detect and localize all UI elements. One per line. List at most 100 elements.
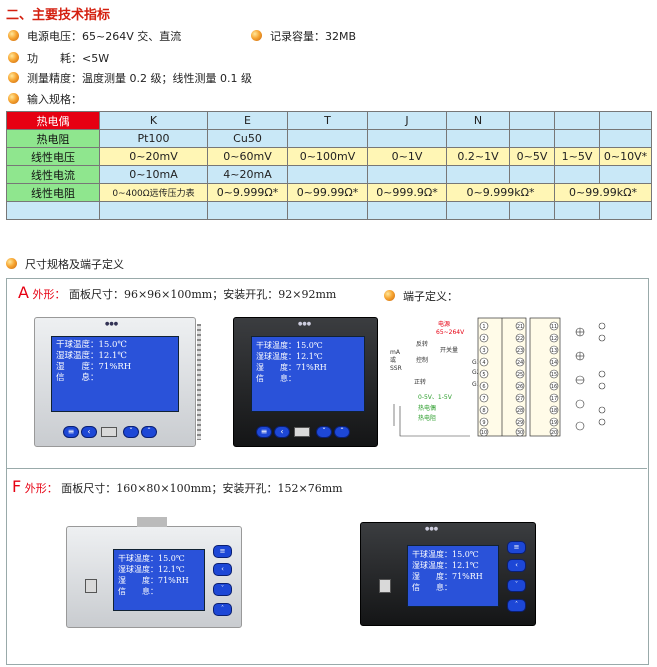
power-range: 65~264V: [436, 329, 465, 336]
device-f-dark: ●●● 干球温度：15.0℃ 湿球温度：12.1℃ 湿 度：71%RH 信 息：…: [360, 522, 536, 626]
menu-button[interactable]: ≡: [213, 545, 232, 558]
table-cell: J: [367, 111, 447, 130]
row-label: 线性电压: [6, 147, 100, 166]
table-cell: 0~10mA: [99, 165, 208, 184]
screen-line: 湿球温度：12.1℃: [256, 352, 323, 361]
table-cell: [446, 129, 510, 148]
spec-accuracy-text: 测量精度：温度测量 0.2 级；线性测量 0.1 级: [27, 72, 252, 85]
table-cell: [446, 165, 510, 184]
left-button[interactable]: ‹: [81, 426, 97, 438]
table-cell: 0~5V: [509, 147, 555, 166]
svg-text:20: 20: [551, 430, 557, 436]
svg-text:15: 15: [551, 372, 557, 378]
spec-power: 电源电压：65~264V 交、直流: [8, 28, 181, 44]
down-button[interactable]: ˇ: [213, 583, 232, 596]
screen-line: 干球温度：15.0℃: [256, 341, 323, 350]
screen-line: 干球温度：15.0℃: [412, 550, 479, 559]
up-button[interactable]: ˆ: [213, 603, 232, 616]
frame-divider: [6, 468, 647, 469]
device-f-light: 干球温度：15.0℃ 湿球温度：12.1℃ 湿 度：71%RH 信 息： ≡ ‹…: [66, 517, 242, 628]
svg-text:9: 9: [482, 420, 485, 426]
svg-text:22: 22: [517, 336, 523, 342]
svg-text:G1: G1: [472, 381, 481, 388]
output-label: 或: [390, 356, 396, 364]
input-spec-table: 热电偶 K E T J N 热电阻 Pt100 Cu50 线性电压 0~20mV…: [6, 111, 652, 220]
table-cell: [554, 165, 600, 184]
svg-text:26: 26: [517, 384, 523, 390]
svg-text:5: 5: [482, 372, 485, 378]
menu-button[interactable]: ≡: [256, 426, 272, 438]
shape-f-desc: 面板尺寸：160×80×100mm；安装开孔：152×76mm: [61, 482, 343, 495]
row-label: 热电偶: [6, 111, 100, 130]
svg-text:10: 10: [481, 430, 487, 436]
table-cell: 1~5V: [554, 147, 600, 166]
table-cell: [509, 201, 555, 220]
shape-f-letter: F: [12, 477, 22, 496]
left-button[interactable]: ‹: [213, 563, 232, 576]
bullet-icon: [8, 72, 19, 83]
screen-line: 信 息：: [118, 587, 158, 596]
svg-text:7: 7: [482, 396, 485, 402]
row-label: [6, 201, 100, 220]
shape-a-name: 外形：: [32, 288, 66, 301]
table-cell: [509, 129, 555, 148]
screen-line: 信 息：: [256, 374, 296, 383]
table-cell: [554, 201, 600, 220]
table-cell: 0~99.99Ω*: [287, 183, 368, 202]
table-cell: [287, 201, 368, 220]
section-dimensions-heading: 尺寸规格及端子定义: [6, 256, 124, 272]
table-cell: [599, 129, 652, 148]
screen-line: 湿球温度：12.1℃: [56, 351, 127, 361]
screen-line: 湿 度：71%RH: [412, 572, 483, 581]
screen-line: 湿球温度：12.1℃: [118, 565, 185, 574]
table-cell: N: [446, 111, 510, 130]
bullet-icon: [384, 290, 395, 301]
svg-text:30: 30: [517, 430, 523, 436]
terminal-diagram: mA 或 SSR 反转 控制 正转 开关量 G1 G2 G1 65~264V 电…: [390, 317, 606, 437]
table-row: 线性电阻 0~400Ω远传压力表 0~9.999Ω* 0~99.99Ω* 0~9…: [6, 183, 652, 202]
section-heading: 二、主要技术指标: [6, 8, 111, 23]
screen-line: 湿 度：71%RH: [118, 576, 189, 585]
terminal-title: 端子定义：: [384, 288, 458, 304]
bullet-icon: [8, 30, 19, 41]
menu-button[interactable]: ≡: [63, 426, 79, 438]
spec-consumption-text: 功 耗：<5W: [27, 52, 110, 65]
terminal-title-text: 端子定义：: [403, 290, 458, 303]
down-button[interactable]: ˇ: [507, 579, 526, 592]
brand-logo: ●●●: [425, 526, 439, 532]
svg-text:23: 23: [517, 348, 523, 354]
lcd-screen: 干球温度：15.0℃ 湿球温度：12.1℃ 湿 度：71%RH 信 息：: [407, 545, 499, 607]
svg-text:28: 28: [517, 408, 523, 414]
shape-a-letter: A: [18, 283, 29, 302]
row-label: 热电阻: [6, 129, 100, 148]
table-cell: [99, 201, 208, 220]
left-button[interactable]: ‹: [507, 559, 526, 572]
spec-record-text: 记录容量：32MB: [270, 30, 357, 43]
svg-text:13: 13: [551, 348, 557, 354]
svg-text:6: 6: [482, 384, 485, 390]
svg-text:1: 1: [482, 324, 485, 330]
up-button[interactable]: ˆ: [334, 426, 350, 438]
table-cell: 0.2~1V: [446, 147, 510, 166]
spec-record: 记录容量：32MB: [251, 28, 356, 44]
power-label: 电源: [438, 320, 450, 328]
svg-text:21: 21: [517, 324, 523, 330]
down-button[interactable]: ˇ: [316, 426, 332, 438]
screen-line: 湿 度：71%RH: [56, 362, 132, 372]
table-cell: 0~9.999Ω*: [207, 183, 288, 202]
up-button[interactable]: ˆ: [507, 599, 526, 612]
table-cell: [554, 111, 600, 130]
down-button[interactable]: ˇ: [123, 426, 139, 438]
menu-button[interactable]: ≡: [507, 541, 526, 554]
left-button[interactable]: ‹: [274, 426, 290, 438]
brand-logo: ●●●: [298, 321, 312, 327]
usb-port-icon: [101, 427, 117, 437]
svg-text:14: 14: [551, 360, 557, 366]
svg-text:正转: 正转: [414, 378, 426, 386]
up-button[interactable]: ˆ: [141, 426, 157, 438]
screen-line: 信 息：: [56, 373, 99, 383]
svg-text:3: 3: [482, 348, 485, 354]
table-cell: 0~400Ω远传压力表: [99, 183, 208, 202]
table-cell: Cu50: [207, 129, 288, 148]
table-row: 热电偶 K E T J N: [6, 111, 652, 130]
